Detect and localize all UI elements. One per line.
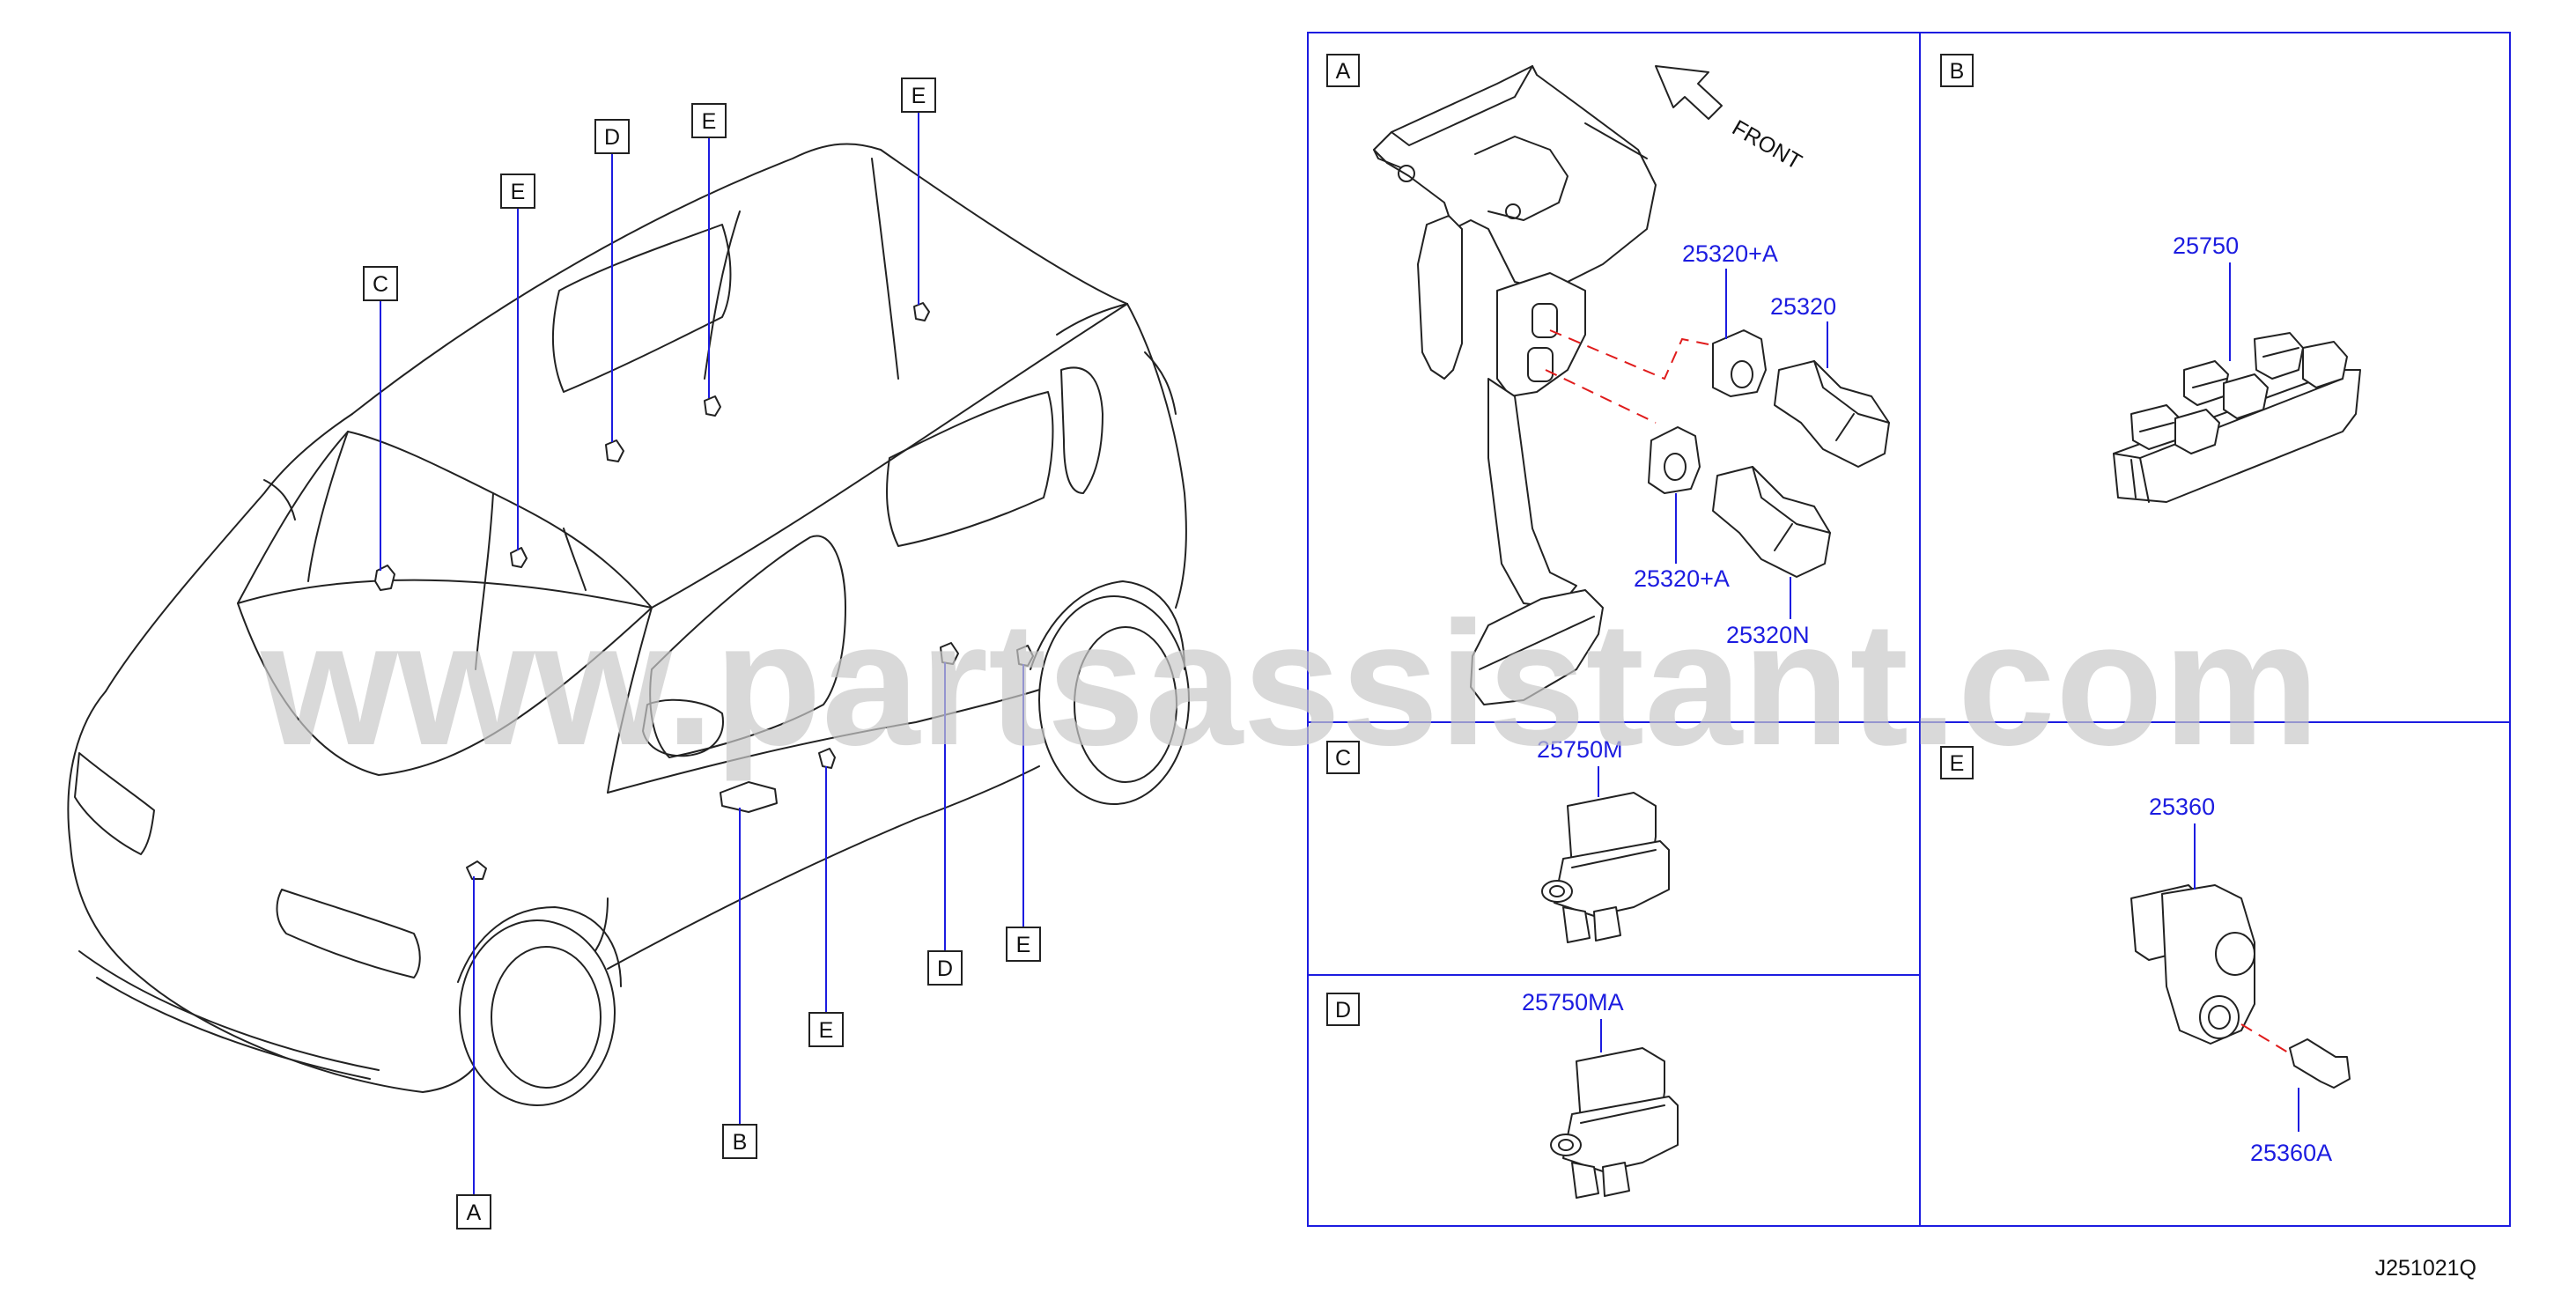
panel-label-b: B [1940,54,1974,87]
front-label: FRONT [1728,115,1806,174]
callout-e4: E [808,1012,844,1047]
svg-text:E: E [819,1018,834,1043]
svg-text:A: A [467,1200,482,1225]
part-25750m: 25750M [1537,736,1623,763]
svg-text:E: E [912,84,926,108]
part-25360: 25360 [2149,794,2215,820]
callout-e1: E [500,174,535,209]
svg-text:E: E [1016,933,1031,957]
svg-text:E: E [511,180,526,204]
car-part-markers [374,302,1034,880]
part-25320: 25320 [1770,293,1836,320]
callout-c1: C [363,266,398,301]
panel-d-sub-switch: 25750MA [1522,989,1679,1199]
car-callout-leaders [380,113,1024,1195]
callout-d2: D [927,950,963,986]
panel-e-door-switch: 25360 25360A [2130,794,2351,1166]
panel-c-sub-switch: 25750M [1537,736,1670,943]
svg-text:C: C [373,272,388,297]
detail-grid [1307,32,2511,1227]
panel-label-c: C [1326,741,1360,774]
svg-text:E: E [702,109,717,134]
diagram-code: J251021Q [2375,1256,2476,1281]
panel-label-d: D [1326,993,1360,1026]
panel-a-pedal-assembly: FRONT [1373,65,1890,705]
panel-label-e: E [1940,746,1974,779]
svg-text:A: A [1336,59,1351,84]
callout-e3: E [901,78,936,113]
front-arrow-icon [1655,65,1723,120]
svg-text:C: C [1335,746,1351,771]
svg-text:D: D [604,125,620,150]
car-illustration [67,143,1190,1106]
svg-text:B: B [1950,59,1965,84]
car-callouts: C E D E E A B E [363,78,1041,1229]
panel-b-main-window-switch: 25750 [2113,233,2361,503]
panel-labels: A B C E D [1326,54,1974,1026]
part-25750: 25750 [2173,233,2239,259]
svg-text:B: B [733,1130,748,1155]
part-25360a: 25360A [2250,1140,2332,1166]
part-25320n: 25320N [1726,622,1810,648]
callout-b1: B [722,1124,757,1159]
svg-text:D: D [937,956,953,981]
part-25320a-bottom: 25320+A [1634,565,1730,592]
watermark: www.partsassistant.com [260,586,2320,782]
callout-a1: A [456,1194,491,1229]
svg-text:D: D [1335,998,1351,1023]
svg-text:E: E [1950,751,1965,776]
part-25320a-top: 25320+A [1682,240,1778,267]
part-25750ma: 25750MA [1522,989,1624,1015]
callout-d1: D [594,119,630,154]
panel-label-a: A [1326,54,1360,87]
callout-e5: E [1006,927,1041,962]
callout-e2: E [691,103,727,138]
